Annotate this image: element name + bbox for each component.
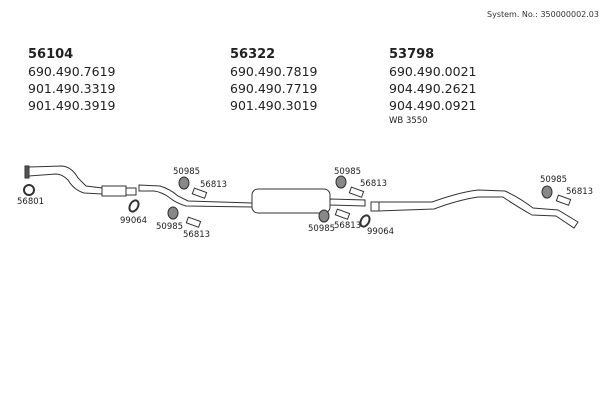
label-56801: 56801 xyxy=(17,197,45,207)
label-50985: 50985 xyxy=(308,224,336,234)
clamp-56801-icon xyxy=(23,184,35,196)
part-number: 901.490.3319 xyxy=(28,81,116,96)
bracket-icons xyxy=(185,186,572,228)
front-pipe xyxy=(24,165,137,197)
wheelbase-note: WB 3550 xyxy=(389,116,428,126)
part-number: 904.490.0921 xyxy=(389,98,477,113)
rear-pipe xyxy=(370,189,579,229)
part-group-2: 56322 690.490.7819 690.490.7719 901.490.… xyxy=(230,47,317,114)
label-56813: 56813 xyxy=(183,230,211,240)
label-50985: 50985 xyxy=(540,175,568,185)
group-title: 56322 xyxy=(230,47,276,62)
label-56813: 56813 xyxy=(334,221,362,231)
rubber-mount-icons xyxy=(167,175,553,223)
label-99064: 99064 xyxy=(367,227,395,237)
part-number: 690.490.0021 xyxy=(389,64,477,79)
intermediate-pipe xyxy=(138,184,366,214)
part-group-3: 53798 690.490.0021 904.490.2621 904.490.… xyxy=(389,47,476,128)
label-50985: 50985 xyxy=(156,222,184,232)
part-number: 901.490.3019 xyxy=(230,98,318,113)
label-50985: 50985 xyxy=(173,167,201,177)
label-99064: 99064 xyxy=(120,216,148,226)
part-number: 690.490.7619 xyxy=(28,64,116,79)
label-56813: 56813 xyxy=(566,187,594,197)
group-title: 56104 xyxy=(28,47,74,62)
part-number: 690.490.7719 xyxy=(230,81,318,96)
part-number: 904.490.2621 xyxy=(389,81,477,96)
part-group-1: 56104 690.490.7619 901.490.3319 901.490.… xyxy=(28,47,115,114)
part-number: 690.490.7819 xyxy=(230,64,318,79)
label-56813: 56813 xyxy=(360,179,388,189)
system-number: System. No.: 350000002.03 xyxy=(487,10,599,19)
label-50985: 50985 xyxy=(334,167,362,177)
part-number: 901.490.3919 xyxy=(28,98,116,113)
label-56813: 56813 xyxy=(200,180,228,190)
clamp-99064-icons xyxy=(128,199,371,228)
group-title: 53798 xyxy=(389,47,435,62)
